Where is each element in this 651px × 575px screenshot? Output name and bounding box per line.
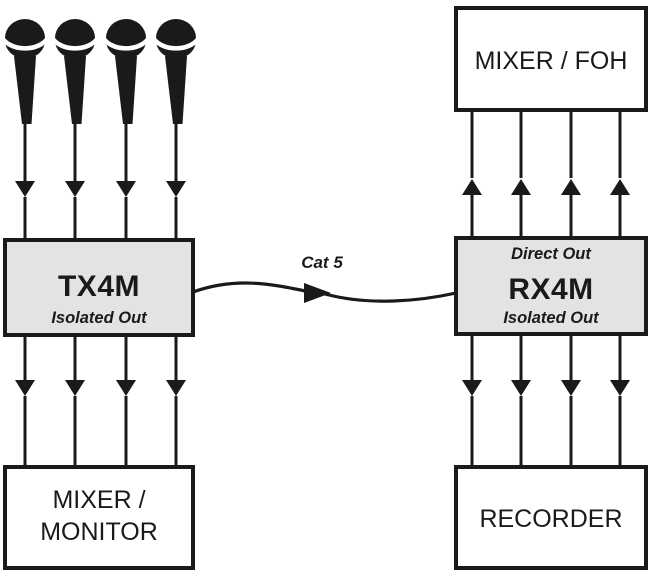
- arrow-up-icon: [511, 179, 531, 195]
- tx4m-isolated-out-label: Isolated Out: [51, 309, 148, 327]
- microphone-group: [5, 19, 196, 241]
- arrow-down-icon: [15, 181, 35, 197]
- microphone-3: [106, 19, 146, 241]
- arrow-up-icon: [462, 179, 482, 195]
- rx4m-title: RX4M: [508, 273, 593, 306]
- cat5-link: Cat 5: [191, 253, 458, 303]
- link-line: [15, 335, 35, 468]
- link-line: [462, 110, 482, 240]
- arrow-down-icon: [511, 380, 531, 396]
- link-line: [65, 335, 85, 468]
- microphone-4: [156, 19, 196, 241]
- microphone-1: [5, 19, 45, 241]
- link-line: [116, 335, 136, 468]
- arrow-down-icon: [116, 380, 136, 396]
- mixer-monitor-label-line-2: MONITOR: [40, 518, 158, 546]
- link-line: [511, 110, 531, 240]
- link-line: [462, 334, 482, 468]
- arrow-down-icon: [166, 380, 186, 396]
- tx-to-monitor-links: [15, 335, 186, 468]
- link-line: [610, 334, 630, 468]
- arrow-right-icon: [304, 283, 331, 303]
- cat5-label: Cat 5: [301, 253, 343, 272]
- arrow-down-icon: [65, 181, 85, 197]
- rx4m-isolated-out-label: Isolated Out: [503, 309, 600, 327]
- arrow-down-icon: [15, 380, 35, 396]
- arrow-down-icon: [65, 380, 85, 396]
- arrow-down-icon: [116, 181, 136, 197]
- link-line: [561, 110, 581, 240]
- arrow-down-icon: [610, 380, 630, 396]
- tx4m-title: TX4M: [58, 270, 140, 303]
- link-line: [511, 334, 531, 468]
- rx4m-unit[interactable]: Direct Out RX4M Isolated Out: [454, 236, 648, 336]
- rx4m-direct-out-label: Direct Out: [511, 245, 592, 263]
- arrow-up-icon: [561, 179, 581, 195]
- mixer-monitor-box[interactable]: MIXER / MONITOR: [3, 465, 195, 570]
- recorder-label: RECORDER: [479, 505, 622, 533]
- mixer-monitor-label-line-1: MIXER /: [52, 486, 145, 514]
- tx4m-unit[interactable]: TX4M Isolated Out: [3, 238, 195, 337]
- link-line: [610, 110, 630, 240]
- link-line: [561, 334, 581, 468]
- arrow-down-icon: [561, 380, 581, 396]
- microphone-2: [55, 19, 95, 241]
- arrow-down-icon: [166, 181, 186, 197]
- mixer-foh-label: MIXER / FOH: [475, 47, 628, 75]
- link-line: [166, 335, 186, 468]
- mixer-foh-box[interactable]: MIXER / FOH: [454, 6, 648, 112]
- recorder-box[interactable]: RECORDER: [454, 465, 648, 570]
- arrow-up-icon: [610, 179, 630, 195]
- arrow-down-icon: [462, 380, 482, 396]
- rx-to-foh-links: [462, 110, 630, 240]
- rx-to-recorder-links: [462, 334, 630, 468]
